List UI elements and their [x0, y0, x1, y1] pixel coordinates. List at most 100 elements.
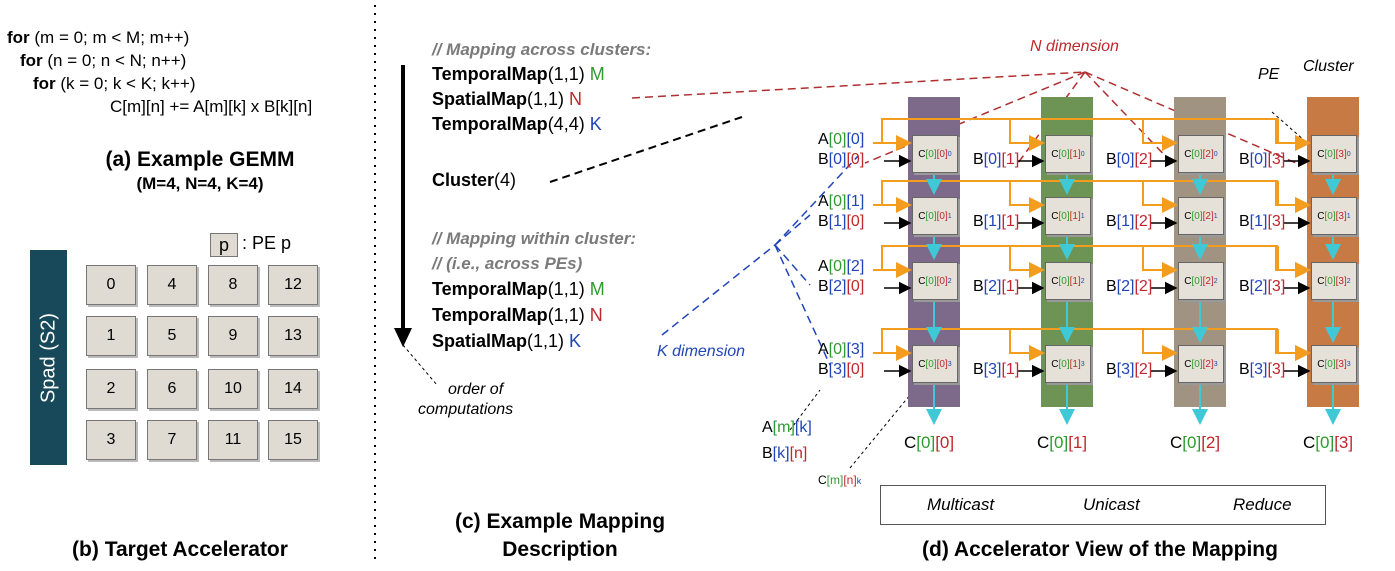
- pe-legend-box: p: [210, 233, 238, 257]
- k-dimension-label: K dimension: [657, 343, 746, 360]
- map-line-6: SpatialMap(1,1) K: [432, 331, 582, 351]
- pe-cell: 1: [86, 316, 136, 356]
- b-label: B[3][3]: [1239, 361, 1286, 378]
- b-label: B[1][1]: [973, 213, 1020, 230]
- map-line-3: TemporalMap(4,4) K: [432, 114, 602, 134]
- pe-box: C[0][1]0: [1045, 135, 1091, 173]
- view-caption: (d) Accelerator View of the Mapping: [922, 538, 1278, 561]
- gemm-subcaption: (M=4, N=4, K=4): [136, 174, 264, 193]
- multicast-arrow: [1009, 181, 1045, 213]
- b-label: B[0][2]: [1106, 151, 1153, 168]
- cluster-label: Cluster: [1303, 58, 1354, 75]
- b-label: B[2][0]: [818, 278, 865, 295]
- legend-reduce: Reduce: [1233, 495, 1292, 514]
- multicast-bus: [881, 180, 1278, 205]
- output-label: C[0][3]: [1303, 433, 1354, 452]
- n-dimension-label: N dimension: [1030, 38, 1119, 55]
- cluster-leader: [549, 116, 743, 183]
- key-c: C[m][n]k: [818, 473, 862, 487]
- pe-box: C[0][1]3: [1045, 345, 1091, 383]
- mapping-caption-1: (c) Example Mapping: [454, 510, 666, 533]
- multicast-arrow: [1142, 119, 1178, 151]
- pe-box: C[0][1]1: [1045, 197, 1091, 235]
- multicast-arrow: [1275, 119, 1311, 151]
- map-line-5: TemporalMap(1,1) N: [432, 305, 603, 325]
- reduce-arrows: [926, 173, 1341, 425]
- spad-label: Spad (S2): [37, 312, 59, 403]
- b-label: B[2][2]: [1106, 278, 1153, 295]
- accelerator-caption: (b) Target Accelerator: [72, 538, 288, 561]
- b-label: B[0][1]: [973, 151, 1020, 168]
- b-label: B[0][3]: [1239, 151, 1286, 168]
- b-label: B[2][1]: [973, 278, 1020, 295]
- order-label-1: order of: [448, 381, 504, 398]
- output-label: C[0][2]: [1170, 433, 1221, 452]
- output-label: C[0][0]: [904, 433, 955, 452]
- b-label: B[3][1]: [973, 361, 1020, 378]
- pe-cell: 5: [147, 316, 197, 356]
- order-leader: [402, 344, 438, 386]
- multicast-arrow: [1142, 181, 1178, 213]
- pe-cell: 3: [86, 420, 136, 460]
- b-label: B[0][0]: [818, 151, 865, 168]
- pe-box: C[0][2]0: [1178, 135, 1224, 173]
- order-label-2: computations: [418, 401, 514, 418]
- pe-box: C[0][2]3: [1178, 345, 1224, 383]
- mapping-caption-2: Description: [502, 538, 618, 561]
- key-leader-a: [789, 389, 821, 431]
- gemm-loop-m: for (m = 0; m < M; m++): [7, 28, 190, 47]
- multicast-arrow: [1277, 181, 1311, 213]
- multicast-arrow: [1142, 329, 1178, 361]
- a-label: A[0][0]: [818, 131, 865, 148]
- pe-cell: 9: [208, 316, 258, 356]
- multicast-bus: [881, 328, 1278, 353]
- pe-cell: 4: [147, 265, 197, 305]
- multicast-arrow: [1009, 329, 1045, 361]
- b-label: B[3][2]: [1106, 361, 1153, 378]
- order-arrowhead: [394, 328, 412, 347]
- map-line-1: TemporalMap(1,1) M: [432, 64, 605, 84]
- pe-cell: 7: [147, 420, 197, 460]
- gemm-loop-n: for (n = 0; n < N; n++): [20, 51, 187, 70]
- pe-cell: 6: [147, 369, 197, 409]
- unicast-arrows: [884, 154, 1311, 378]
- map-line-4: TemporalMap(1,1) M: [432, 279, 605, 299]
- pe-label: PE: [1258, 66, 1280, 83]
- b-label: B[1][3]: [1239, 213, 1286, 230]
- key-leader-c: [849, 394, 911, 469]
- gemm-caption: (a) Example GEMM: [105, 148, 295, 171]
- pe-box: C[0][3]0: [1311, 135, 1357, 173]
- a-label: A[0][2]: [818, 258, 865, 275]
- pe-box: C[0][2]2: [1178, 262, 1224, 300]
- cluster-line: Cluster(4): [432, 170, 517, 190]
- pe-legend-text: : PE p: [242, 233, 292, 253]
- b-label: B[3][0]: [818, 361, 865, 378]
- map-line-2: SpatialMap(1,1) N: [432, 89, 583, 109]
- spad-buffer: Spad (S2): [30, 250, 67, 465]
- pe-cell: 2: [86, 369, 136, 409]
- pe-box: C[0][0]1: [912, 197, 958, 235]
- legend: Multicast Unicast Reduce: [880, 485, 1326, 525]
- b-label: B[1][2]: [1106, 213, 1153, 230]
- pe-cell: 12: [268, 265, 318, 305]
- pe-box: C[0][3]1: [1311, 197, 1357, 235]
- multicast-arrow: [1277, 246, 1311, 278]
- pe-box: C[0][1]2: [1045, 262, 1091, 300]
- multicast-arrow: [1275, 246, 1311, 278]
- multicast-arrow: [1275, 181, 1311, 213]
- multicast-bus: [881, 245, 1278, 270]
- pe-cell: 15: [268, 420, 318, 460]
- pe-box: C[0][0]0: [912, 135, 958, 173]
- pe-cell: 11: [208, 420, 258, 460]
- multicast-arrows: [873, 118, 1311, 361]
- pe-cell: 0: [86, 265, 136, 305]
- multicast-arrow: [1142, 246, 1178, 278]
- output-label: C[0][1]: [1037, 433, 1088, 452]
- gemm-body: C[m][n] += A[m][k] x B[k][n]: [110, 97, 313, 116]
- multicast-arrow: [1009, 119, 1045, 151]
- pe-box: C[0][2]1: [1178, 197, 1224, 235]
- comment-within-cluster: // Mapping within cluster:: [432, 229, 636, 248]
- gemm-loop-k: for (k = 0; k < K; k++): [33, 74, 196, 93]
- k-dimension-leaders: [661, 155, 859, 366]
- key-b: B[k][n]: [762, 445, 808, 462]
